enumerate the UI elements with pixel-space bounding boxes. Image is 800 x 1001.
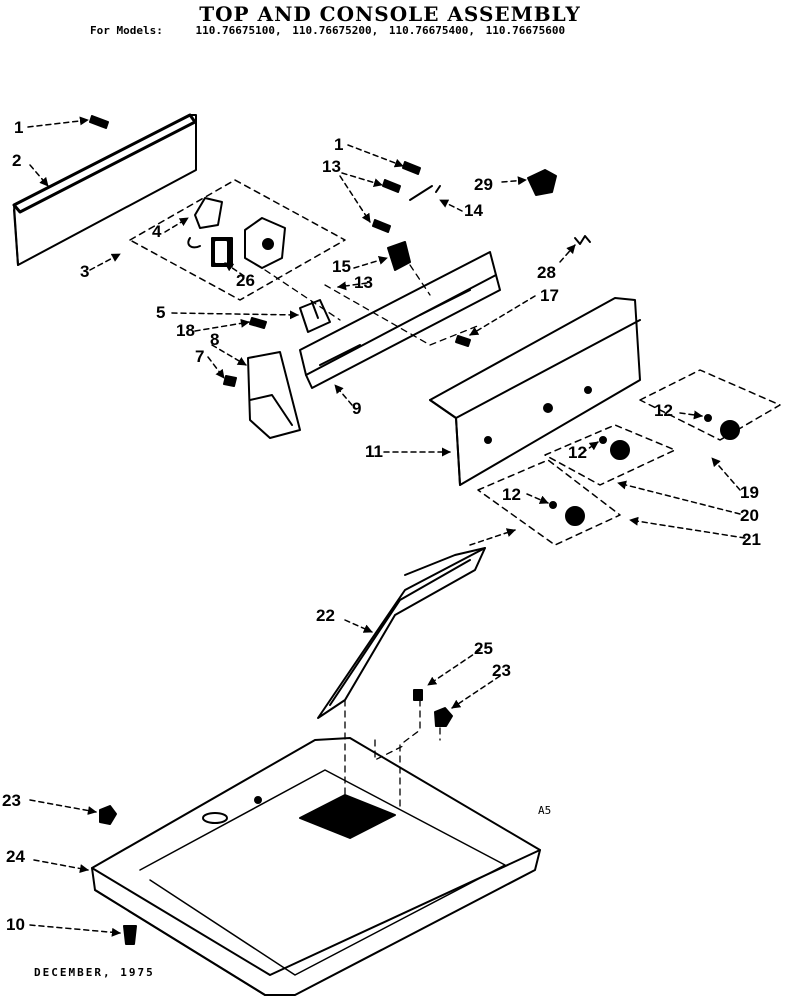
callout-7: 7 xyxy=(195,347,205,366)
knob-group-19 xyxy=(639,369,781,441)
callout-22: 22 xyxy=(316,606,335,625)
model-number: 110.76675100, xyxy=(195,24,282,37)
callout-12: 12 xyxy=(502,485,521,504)
control-rail-part-9 xyxy=(299,251,501,389)
relay-part-26 xyxy=(211,237,233,267)
date-stamp: DECEMBER, 1975 xyxy=(34,966,155,979)
callout-25: 25 xyxy=(474,639,493,658)
screw-part-17 xyxy=(455,335,471,347)
callout-1: 1 xyxy=(334,135,344,154)
model-number: 110.76675600 xyxy=(485,24,566,37)
diagram-title: TOP AND CONSOLE ASSEMBLY xyxy=(199,2,581,26)
rear-panel xyxy=(12,113,197,266)
callout-13: 13 xyxy=(322,157,341,176)
callout-3: 3 xyxy=(80,262,90,281)
model-number: 110.76675200, xyxy=(292,24,379,37)
overlay-part-8 xyxy=(247,351,301,439)
knob-group-20 xyxy=(544,424,676,486)
assembly-arrow xyxy=(469,528,516,546)
callout-5: 5 xyxy=(156,303,166,322)
timer-part xyxy=(244,217,286,269)
callout-4: 4 xyxy=(152,222,162,241)
callout-20: 20 xyxy=(740,506,759,525)
bracket-part-5 xyxy=(299,299,331,333)
models-label: For Models: xyxy=(90,24,163,37)
callout-9: 9 xyxy=(352,399,362,418)
callout-14: 14 xyxy=(464,201,483,220)
model-list: For Models: 110.76675100, 110.76675200, … xyxy=(90,24,569,37)
callout-24: 24 xyxy=(6,847,25,866)
callout-8: 8 xyxy=(210,330,220,349)
knob-part-12 xyxy=(549,414,740,526)
callout-2: 2 xyxy=(12,151,22,170)
console-panel-part-11 xyxy=(429,297,641,486)
lint-duct-part-22 xyxy=(317,547,486,719)
clip-part-29 xyxy=(527,169,557,196)
callout-12: 12 xyxy=(654,401,673,420)
model-number: 110.76675400, xyxy=(388,24,476,37)
alignment-lines xyxy=(264,264,481,811)
callout-23: 23 xyxy=(492,661,511,680)
callout-12: 12 xyxy=(568,443,587,462)
callout-10: 10 xyxy=(6,915,25,934)
callout-13: 13 xyxy=(354,273,373,292)
clip-part-28 xyxy=(574,235,591,245)
callout-19: 19 xyxy=(740,483,759,502)
callout-15: 15 xyxy=(332,257,351,276)
screw-part-18 xyxy=(249,317,267,329)
callout-18: 18 xyxy=(176,321,195,340)
switch-part-4 xyxy=(187,197,223,249)
top-panel-part-24 xyxy=(91,737,541,996)
nut-part-23 xyxy=(99,707,453,825)
callout-26: 26 xyxy=(236,271,255,290)
callout-28: 28 xyxy=(537,263,556,282)
screw-part-10 xyxy=(123,925,137,945)
washer-part-14 xyxy=(409,185,441,201)
callout-17: 17 xyxy=(540,286,559,305)
control-plate-group xyxy=(129,179,346,301)
callout-21: 21 xyxy=(742,530,761,549)
callout-23: 23 xyxy=(2,791,21,810)
bracket-part-15 xyxy=(387,241,411,271)
screw-part-1 xyxy=(89,115,109,129)
leader-lines xyxy=(27,116,746,937)
callout-11: 11 xyxy=(365,442,383,461)
knob-group-21 xyxy=(477,459,621,546)
callout-29: 29 xyxy=(474,175,493,194)
callout-1: 1 xyxy=(14,118,24,137)
page-code: A5 xyxy=(538,804,552,817)
screw-part-25 xyxy=(413,689,423,701)
screw-part-7 xyxy=(223,375,237,387)
